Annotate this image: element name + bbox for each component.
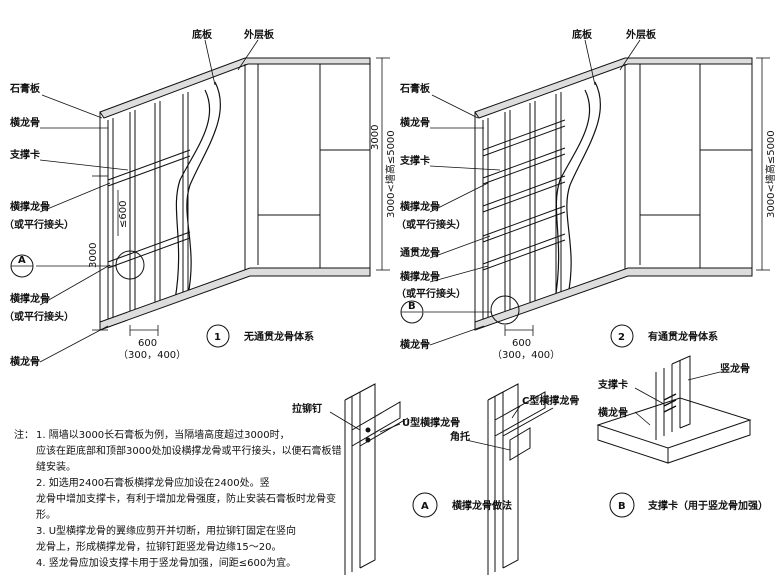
left-caption-circle bbox=[206, 324, 230, 348]
right-label-brace-note-2: （或平行接头） bbox=[396, 287, 466, 300]
right-label-horizontal-keel-top: 横龙骨 bbox=[400, 116, 430, 129]
note-line: 3. U型横撑龙骨的翼缘应剪开并切断，用拉铆钉固定在竖向 bbox=[36, 526, 297, 537]
left-wall-drawing bbox=[99, 57, 371, 331]
right-callout-b: B bbox=[408, 301, 416, 312]
left-label-horizontal-keel-top: 横龙骨 bbox=[10, 116, 40, 129]
right-leaders bbox=[424, 39, 641, 346]
detail-b-circle bbox=[609, 492, 635, 518]
left-label-brace-note: （或平行接头） bbox=[4, 218, 74, 231]
detail-a-caption: 横撑龙骨做法 bbox=[452, 499, 512, 512]
left-dim-height-right-2: 3000<墙高≤5000 bbox=[384, 130, 397, 218]
left-dim-height-right-1: 3000 bbox=[370, 125, 381, 150]
right-dim-height: 3000<墙高≤5000 bbox=[764, 130, 777, 218]
left-label-base-board: 底板 bbox=[192, 28, 213, 41]
right-label-brace-keel: 横撑龙骨 bbox=[400, 200, 440, 213]
note-line: 4. 竖龙骨应加设支撑卡用于竖龙骨加强，间距≤600为宜。 bbox=[36, 558, 297, 569]
note-line: 1. 隔墙以3000长石膏板为例，当隔墙高度超过3000时， bbox=[36, 430, 290, 441]
left-label-brace-note-bottom: （或平行接头） bbox=[4, 310, 74, 323]
left-dim-height: 3000 bbox=[88, 243, 99, 268]
right-wall-drawing bbox=[474, 57, 753, 331]
left-label-brace-keel: 横撑龙骨 bbox=[10, 200, 50, 213]
detail-a-callout: A bbox=[421, 501, 429, 512]
right-label-gypsum: 石膏板 bbox=[399, 82, 431, 95]
right-dimensions bbox=[504, 57, 770, 336]
left-caption-number: 1 bbox=[214, 332, 221, 343]
detail-a-circle bbox=[412, 492, 438, 518]
detail-b-support-clip: 支撑卡 bbox=[597, 378, 628, 391]
note-line: 应该在距底部和顶部3000处加设横撑龙骨或平行接头，以便石膏板错缝安装。 bbox=[36, 446, 342, 473]
right-caption: 有通贯龙骨体系 bbox=[648, 330, 718, 343]
notes-list: 1. 隔墙以3000长石膏板为例，当隔墙高度超过3000时， 应该在距底部和顶部… bbox=[14, 428, 344, 572]
detail-b-drawing bbox=[596, 355, 752, 464]
right-label-horizontal-keel-bottom: 横龙骨 bbox=[400, 338, 430, 351]
right-caption-number: 2 bbox=[618, 332, 625, 343]
right-label-base-board: 底板 bbox=[572, 28, 593, 41]
left-label-horizontal-keel-bottom: 横龙骨 bbox=[10, 355, 40, 368]
detail-b-horizontal-keel: 横龙骨 bbox=[598, 406, 628, 419]
left-dimensions bbox=[92, 57, 390, 336]
detail-a-u-brace: U型横撑龙骨 bbox=[402, 416, 460, 429]
left-dim-width-2: （300，400） bbox=[118, 349, 186, 361]
left-callout-a: A bbox=[18, 255, 26, 266]
note-line: 龙骨上，形成横撑龙骨，拉铆钉距竖龙骨边缘15～20。 bbox=[36, 542, 282, 553]
detail-a-rivet: 拉铆钉 bbox=[292, 402, 322, 415]
left-label-outer-board: 外层板 bbox=[243, 28, 275, 41]
left-label-brace-keel-bottom: 横撑龙骨 bbox=[10, 292, 50, 305]
right-dim-width-2: （300，400） bbox=[492, 349, 560, 361]
notes-block: 注： 1. 隔墙以3000长石膏板为例，当隔墙高度超过3000时， 应该在距底部… bbox=[14, 428, 344, 572]
notes-heading: 注： bbox=[14, 430, 34, 441]
right-label-brace-note: （或平行接头） bbox=[396, 218, 466, 231]
detail-a-c-brace: C型横撑龙骨 bbox=[522, 394, 579, 407]
right-label-through-keel: 通贯龙骨 bbox=[400, 246, 440, 259]
left-caption: 无通贯龙骨体系 bbox=[243, 330, 314, 343]
left-dim-width-1: 600 bbox=[138, 338, 157, 349]
right-dim-width-1: 600 bbox=[512, 338, 531, 349]
left-leaders bbox=[36, 39, 259, 363]
right-label-support-clip: 支撑卡 bbox=[399, 154, 430, 167]
right-label-brace-keel-2: 横撑龙骨 bbox=[400, 270, 440, 283]
detail-b-caption: 支撑卡（用于竖龙骨加强） bbox=[647, 499, 768, 512]
detail-b-vertical-keel: 竖龙骨 bbox=[720, 362, 750, 375]
detail-b-callout: B bbox=[618, 501, 626, 512]
left-dim-spacing: ≤600 bbox=[118, 201, 129, 228]
left-label-support-clip: 支撑卡 bbox=[9, 148, 40, 161]
right-label-outer-board: 外层板 bbox=[625, 28, 657, 41]
detail-a-drawing bbox=[344, 383, 554, 575]
note-line: 2. 如选用2400石膏板横撑龙骨应加设在2400处。竖 bbox=[36, 478, 270, 489]
left-label-gypsum: 石膏板 bbox=[9, 82, 41, 95]
note-line: 龙骨中增加支撑卡，有利于增加龙骨强度，防止安装石膏板时龙骨变形。 bbox=[36, 494, 336, 521]
right-caption-circle bbox=[610, 324, 634, 348]
detail-a-angle: 角托 bbox=[450, 430, 470, 443]
